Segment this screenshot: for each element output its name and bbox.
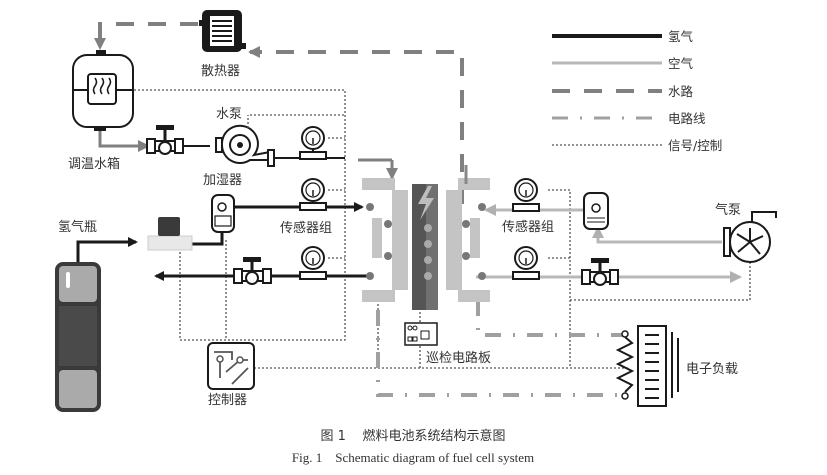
legend-label-water: 水路 [668, 84, 694, 99]
humidifier-icon [211, 194, 235, 233]
pressure-gauge-icon [512, 178, 540, 212]
air-valve-icon [581, 258, 619, 286]
water-valve-icon [146, 125, 210, 155]
figure-caption-cn: 图 1 燃料电池系统结构示意图 [321, 428, 506, 444]
legend-label-signal: 信号/控制 [668, 138, 722, 153]
electric-lines [376, 300, 625, 397]
electronic-load-label: 电子负载 [686, 362, 738, 377]
controller-label: 控制器 [208, 393, 247, 408]
legend: 氢气 空气 水路 电路线 信号/控制 [552, 29, 722, 153]
legend-label-air: 空气 [668, 56, 694, 71]
radiator-label: 散热器 [201, 64, 240, 79]
legend-label-hydrogen: 氢气 [668, 29, 694, 44]
legend-label-electric: 电路线 [668, 111, 706, 126]
sensor-group-right-label: 传感器组 [502, 219, 554, 235]
solenoid-valve-icon [147, 217, 193, 251]
water-pump-label: 水泵 [216, 107, 242, 122]
electronic-load-icon [615, 325, 679, 407]
pressure-gauge-icon [299, 246, 327, 280]
water-pump-icon [215, 124, 345, 167]
water-tank-icon [72, 50, 134, 131]
controller-icon [207, 342, 255, 390]
water-loop [94, 22, 464, 204]
pressure-gauge-icon [512, 246, 540, 280]
sensor-group-left-label: 传感器组 [280, 220, 332, 236]
humidifier-label: 加湿器 [203, 173, 242, 188]
water-tank-label: 调温水箱 [68, 156, 120, 172]
hydrogen-bottle-icon [55, 262, 101, 412]
figure-caption-en: Fig. 1 Schematic diagram of fuel cell sy… [292, 450, 534, 465]
fuel-cell-stack [362, 165, 490, 310]
hydrogen-bottle-label: 氢气瓶 [58, 219, 97, 235]
air-pump-label: 气泵 [715, 202, 741, 218]
air-pump-icon [723, 211, 777, 263]
inspection-board-label: 巡检电路板 [426, 350, 491, 366]
pressure-gauge-icon [299, 178, 327, 211]
hydrogen-valve-icon [233, 257, 272, 285]
radiator-icon [199, 10, 246, 52]
inspection-board-icon [404, 322, 438, 346]
pressure-gauge-icon [299, 126, 327, 160]
air-humidifier-icon [583, 192, 609, 230]
